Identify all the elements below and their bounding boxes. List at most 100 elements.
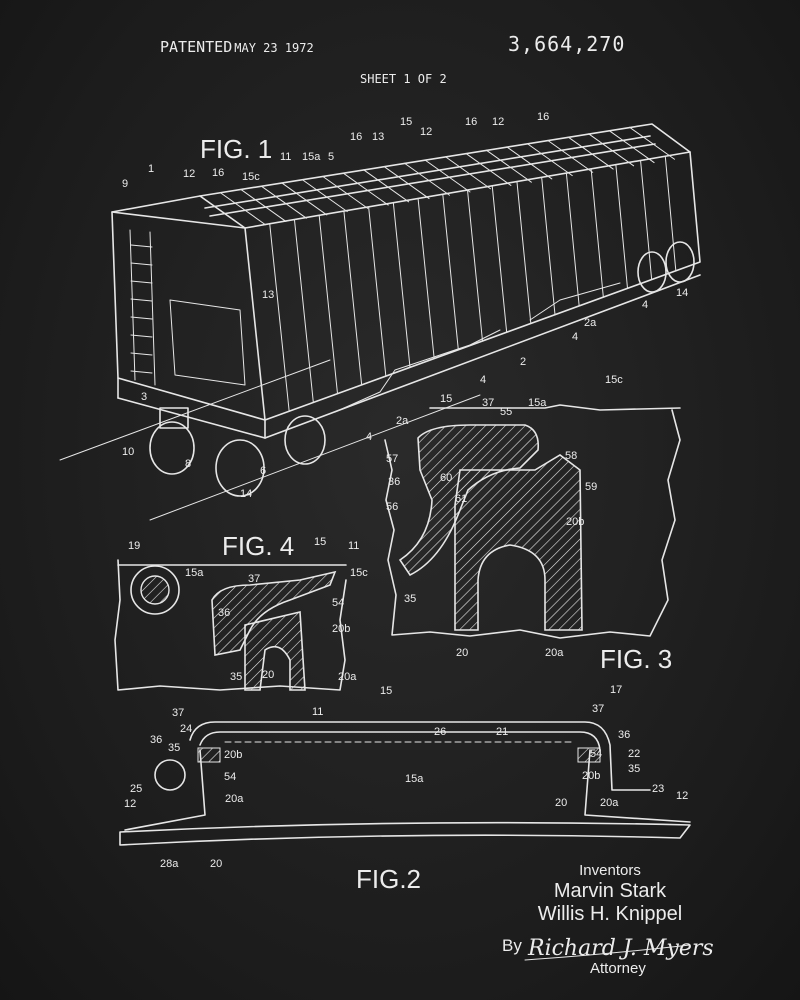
attorney-label: Attorney [590,960,646,977]
reference-numeral: 20b [224,749,242,761]
wheel [284,415,326,465]
patented-label: PATENTED [160,38,233,56]
reference-numeral: 23 [652,783,664,795]
roof-hatches [199,126,676,229]
side-rib [467,189,483,342]
reference-numeral: 20a [600,797,619,809]
reference-numeral: 14 [240,488,252,500]
side-rib [318,214,338,395]
by-label: By [502,936,522,955]
reference-numeral: 4 [572,331,578,343]
side-rib [269,223,290,412]
reference-numeral: 36 [150,734,162,746]
roof-hatch-line [281,182,328,216]
reference-numeral: 15 [314,536,326,548]
reference-numeral: 20a [225,793,244,805]
ladder-rung [130,244,153,248]
fig1-hopper-car [59,123,701,521]
roof-hatch-line [424,159,471,193]
roof-hatch-line [526,143,573,177]
reference-numeral: 58 [565,450,577,462]
reference-numeral: 12 [183,168,195,180]
roof-hatch-line [608,130,655,164]
fig4-coaming [244,611,306,691]
reference-numeral: 15 [380,685,392,697]
side-rib [640,159,653,281]
reference-numeral: 11 [312,706,323,718]
reference-numeral: 36 [218,607,230,619]
fig3-break-outline [384,409,681,639]
side-ribs [269,155,677,412]
reference-numeral: 20b [566,516,584,528]
roof-hatch-line [199,195,246,229]
reference-numeral: 12 [124,798,136,810]
reference-numeral: 36 [618,729,630,741]
roof-hatch-line [547,139,594,173]
ladder-rung [130,262,153,266]
roof-hatch-line [342,172,389,206]
reference-numeral: 11 [280,151,291,163]
reference-numeral: 54 [224,771,236,783]
coupler [159,407,189,429]
roof-hatch-line [363,169,410,203]
fig4-break-outline [114,559,347,691]
side-rib [615,164,628,289]
roof-hatch-line [485,149,532,183]
reference-numeral: 24 [180,723,192,735]
hopper-bottom [334,329,501,413]
end-hopper [169,299,246,386]
reference-numeral: 13 [372,131,384,143]
reference-numeral: 8 [185,458,191,470]
reference-numeral: 20 [262,669,274,681]
reference-numeral: 16 [350,131,362,143]
ladder-rungs [130,244,153,374]
reference-numeral: 15a [302,151,321,163]
inventors-block: Inventors Marvin Stark Willis H. Knippel [500,862,720,926]
reference-numeral: 2a [396,415,409,427]
reference-numeral: 2 [520,356,526,368]
reference-numeral: 57 [386,453,398,465]
inventor-name: Willis H. Knippel [537,903,683,925]
reference-numeral: 25 [130,783,142,795]
reference-numeral: 36 [388,476,400,488]
reference-numeral: 1 [148,163,154,175]
reference-numeral: 15a [405,773,424,785]
reference-numeral: 35 [230,671,242,683]
roof-hatch-line [506,146,553,180]
reference-numeral: 15c [242,171,260,183]
fig4-label: FIG. 4 [222,531,294,561]
reference-numeral: 61 [455,493,467,505]
reference-numeral: 22 [628,748,640,760]
ladder-rung [130,352,153,356]
reference-numeral: 9 [122,178,128,190]
side-rib [368,206,387,377]
reference-numeral: 37 [248,573,260,585]
reference-numeral: 16 [537,111,549,123]
roof-hatch-line [465,152,512,186]
side-rib [541,176,556,316]
roof-hatch-line [588,133,635,167]
reference-numeral: 37 [482,397,494,409]
reference-numeral: 59 [585,481,597,493]
roof-hatch-rail [204,135,651,209]
fig2-section [119,721,691,846]
ladder-rung [130,316,153,320]
roof-hatch-line [383,166,430,200]
roof-hatch-line [301,179,348,213]
roof-hatch-line [219,192,266,226]
car-end-face [111,211,266,421]
reference-numeral: 12 [676,790,688,802]
roof-hatch-line [444,156,491,190]
fig3-coaming [454,454,583,631]
ladder-rail [129,229,136,381]
reference-numeral: 15 [440,393,452,405]
signature-text: Richard J. Myers [527,936,714,961]
reference-numeral: 5 [328,151,334,163]
car-roof [111,123,691,213]
wheel [215,439,265,497]
roof-hatch-line [567,136,614,170]
fig1-label: FIG. 1 [200,134,272,164]
wheel [637,251,667,293]
roof-hatch-line [322,175,369,209]
